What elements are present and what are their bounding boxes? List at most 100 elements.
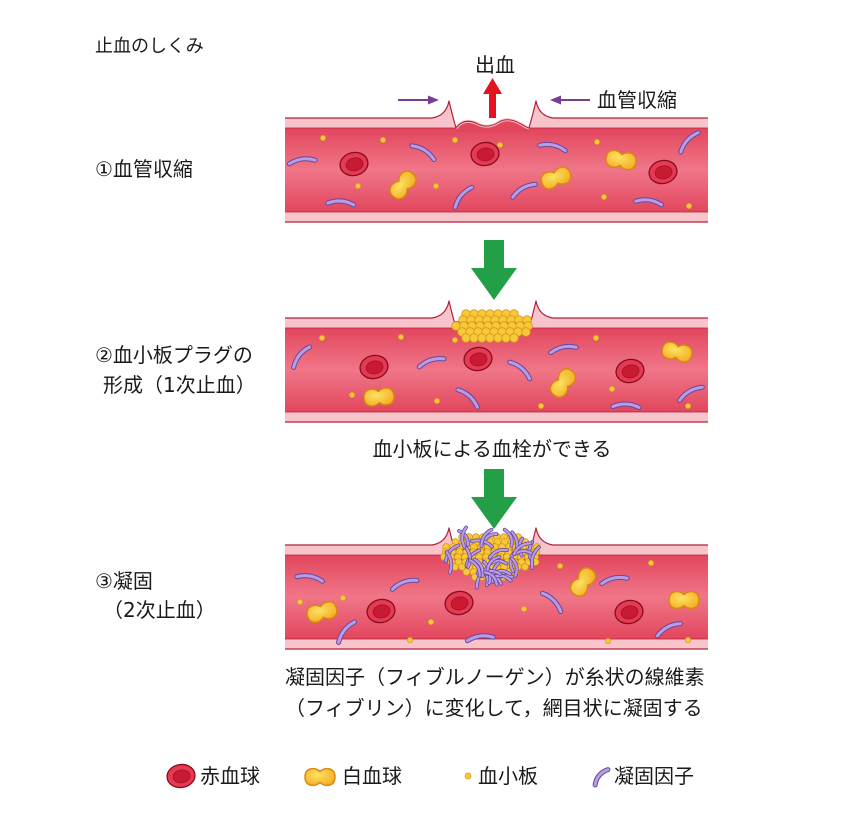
clotting-factor-core <box>538 142 567 153</box>
clotting-factor-core <box>417 357 446 369</box>
clotting-factor-strand <box>678 130 701 155</box>
vessel-wall-bottom <box>285 212 708 222</box>
vessel-wall-top-left <box>285 101 456 128</box>
clot-fibrin-strand <box>487 547 509 560</box>
legend-item-white-blood-cell: 白血球 <box>304 764 402 788</box>
platelet <box>537 402 545 410</box>
clot-fibrin-strand <box>443 543 461 564</box>
vessel-wall-bottom <box>285 639 708 649</box>
clotting-factor-core <box>512 542 532 556</box>
vessel-wall-top-right-edge <box>528 100 708 129</box>
platelet <box>432 182 440 190</box>
clotting-factor-core <box>295 574 324 583</box>
clotting-factor-strand <box>592 767 611 788</box>
clotting-factor-core <box>611 402 641 409</box>
fibrin-clot <box>440 525 541 590</box>
arrow-head <box>471 497 517 529</box>
vessel-wall-top-left-edge <box>285 300 457 329</box>
white-blood-cell <box>363 387 395 407</box>
clotting-factor-strand <box>548 343 579 356</box>
red-blood-cell <box>615 358 645 384</box>
blood-vessel-step-1 <box>285 100 708 223</box>
clot-fibrin-strand <box>444 550 454 575</box>
clot-fibrin-strand <box>530 545 541 570</box>
clotting-factor-core <box>480 528 493 548</box>
red-blood-cell <box>366 598 396 624</box>
white-blood-cell <box>668 590 700 610</box>
platelet <box>339 594 347 602</box>
blood-vessel-step-3 <box>285 525 708 650</box>
clotting-factor-strand <box>389 577 420 592</box>
white-blood-cell-body <box>304 767 336 787</box>
legend-item-red-blood-cell: 赤血球 <box>166 763 260 789</box>
white-blood-cell <box>304 767 336 787</box>
vessel-wall-top-right <box>529 301 708 328</box>
clotting-factor-core <box>503 528 513 547</box>
clotting-factor-strand <box>539 590 564 615</box>
wound-edge <box>455 119 530 129</box>
platelet <box>464 772 472 780</box>
platelet <box>397 333 405 341</box>
platelet <box>520 605 528 613</box>
bleeding-arrow-icon <box>483 78 502 118</box>
plug-platelet <box>509 333 519 343</box>
clotting-factor-strand <box>633 197 665 208</box>
white-blood-cell-icon <box>304 767 336 787</box>
plug-platelet <box>493 333 503 343</box>
clotting-factor-core <box>655 622 682 638</box>
white-blood-cell-body <box>306 600 338 624</box>
clotting-factor-strand <box>464 633 496 644</box>
clotting-factor-core <box>444 544 460 563</box>
clot-fibrin-strand <box>483 570 499 587</box>
clotting-factor-core <box>292 345 312 369</box>
platelet <box>296 598 304 606</box>
platelet <box>604 637 612 645</box>
platelet <box>496 141 504 149</box>
constriction-arrow-left-icon <box>550 95 590 105</box>
red-blood-cell <box>463 346 493 372</box>
clotting-factor-core <box>530 545 540 570</box>
clotting-factor-strand <box>286 156 318 167</box>
clotting-factor-strand <box>510 181 538 200</box>
white-blood-cell <box>661 341 693 363</box>
clotting-factor-strand <box>452 184 475 210</box>
platelet <box>593 138 601 146</box>
legend-label: 凝固因子 <box>614 764 694 788</box>
clotting-factor-strand <box>409 143 437 163</box>
legend-label: 赤血球 <box>200 764 260 788</box>
clotting-factor-core <box>549 344 578 355</box>
clot-fibrin-strand <box>468 558 482 578</box>
clot-fibrin-strand <box>457 529 470 547</box>
red-blood-cell <box>359 354 389 380</box>
clotting-factor-core <box>456 388 479 409</box>
white-blood-cell-body <box>389 170 417 200</box>
plug-platelet <box>521 327 531 337</box>
clotting-factor-strand <box>294 573 325 584</box>
red-blood-cell <box>166 763 196 789</box>
down-arrow-icon <box>471 469 517 529</box>
platelet <box>592 334 600 342</box>
blood-vessel-step-2 <box>285 300 708 423</box>
clotting-factor-core <box>465 634 495 643</box>
platelet <box>647 559 655 567</box>
red-blood-cell <box>614 599 644 625</box>
plug-platelet <box>501 333 511 343</box>
clotting-factor-core <box>326 199 356 207</box>
white-blood-cell <box>389 170 417 200</box>
clotting-factor-strand <box>336 619 358 645</box>
clotting-factor-strand <box>677 384 705 403</box>
plug-platelet <box>469 333 479 343</box>
red-blood-cell-center <box>345 157 364 172</box>
clotting-factor-strand <box>537 141 568 154</box>
arrow-shaft <box>484 240 504 268</box>
step-1-label: ①血管収縮 <box>95 157 193 181</box>
plug-platelet <box>477 333 487 343</box>
step-3-caption-line-1: 凝固因子（フィブルノーゲン）が糸状の線維素 <box>285 665 705 689</box>
platelet-plug <box>451 309 533 343</box>
white-blood-cell-body <box>363 387 395 407</box>
red-blood-cell <box>339 151 369 177</box>
down-arrow-icon <box>471 240 517 300</box>
clotting-factor-core <box>457 529 469 547</box>
legend: 赤血球 白血球 血小板 凝固因子 <box>166 763 694 789</box>
